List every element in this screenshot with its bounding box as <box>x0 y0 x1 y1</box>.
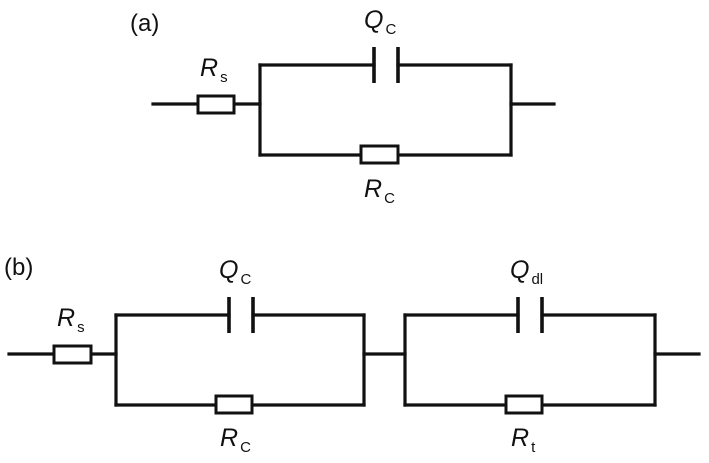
circuit-a-resistor-rc <box>359 144 400 165</box>
circuit-b-resistor-rt <box>504 394 544 415</box>
circuit-b-resistor-rs <box>52 344 93 365</box>
circuit-a-tag: (a) <box>130 10 159 37</box>
circuit-a-resistor-rs <box>196 94 236 115</box>
circuit-b-resistor-rc <box>214 394 254 415</box>
circuit-b-tag: (b) <box>4 254 33 281</box>
